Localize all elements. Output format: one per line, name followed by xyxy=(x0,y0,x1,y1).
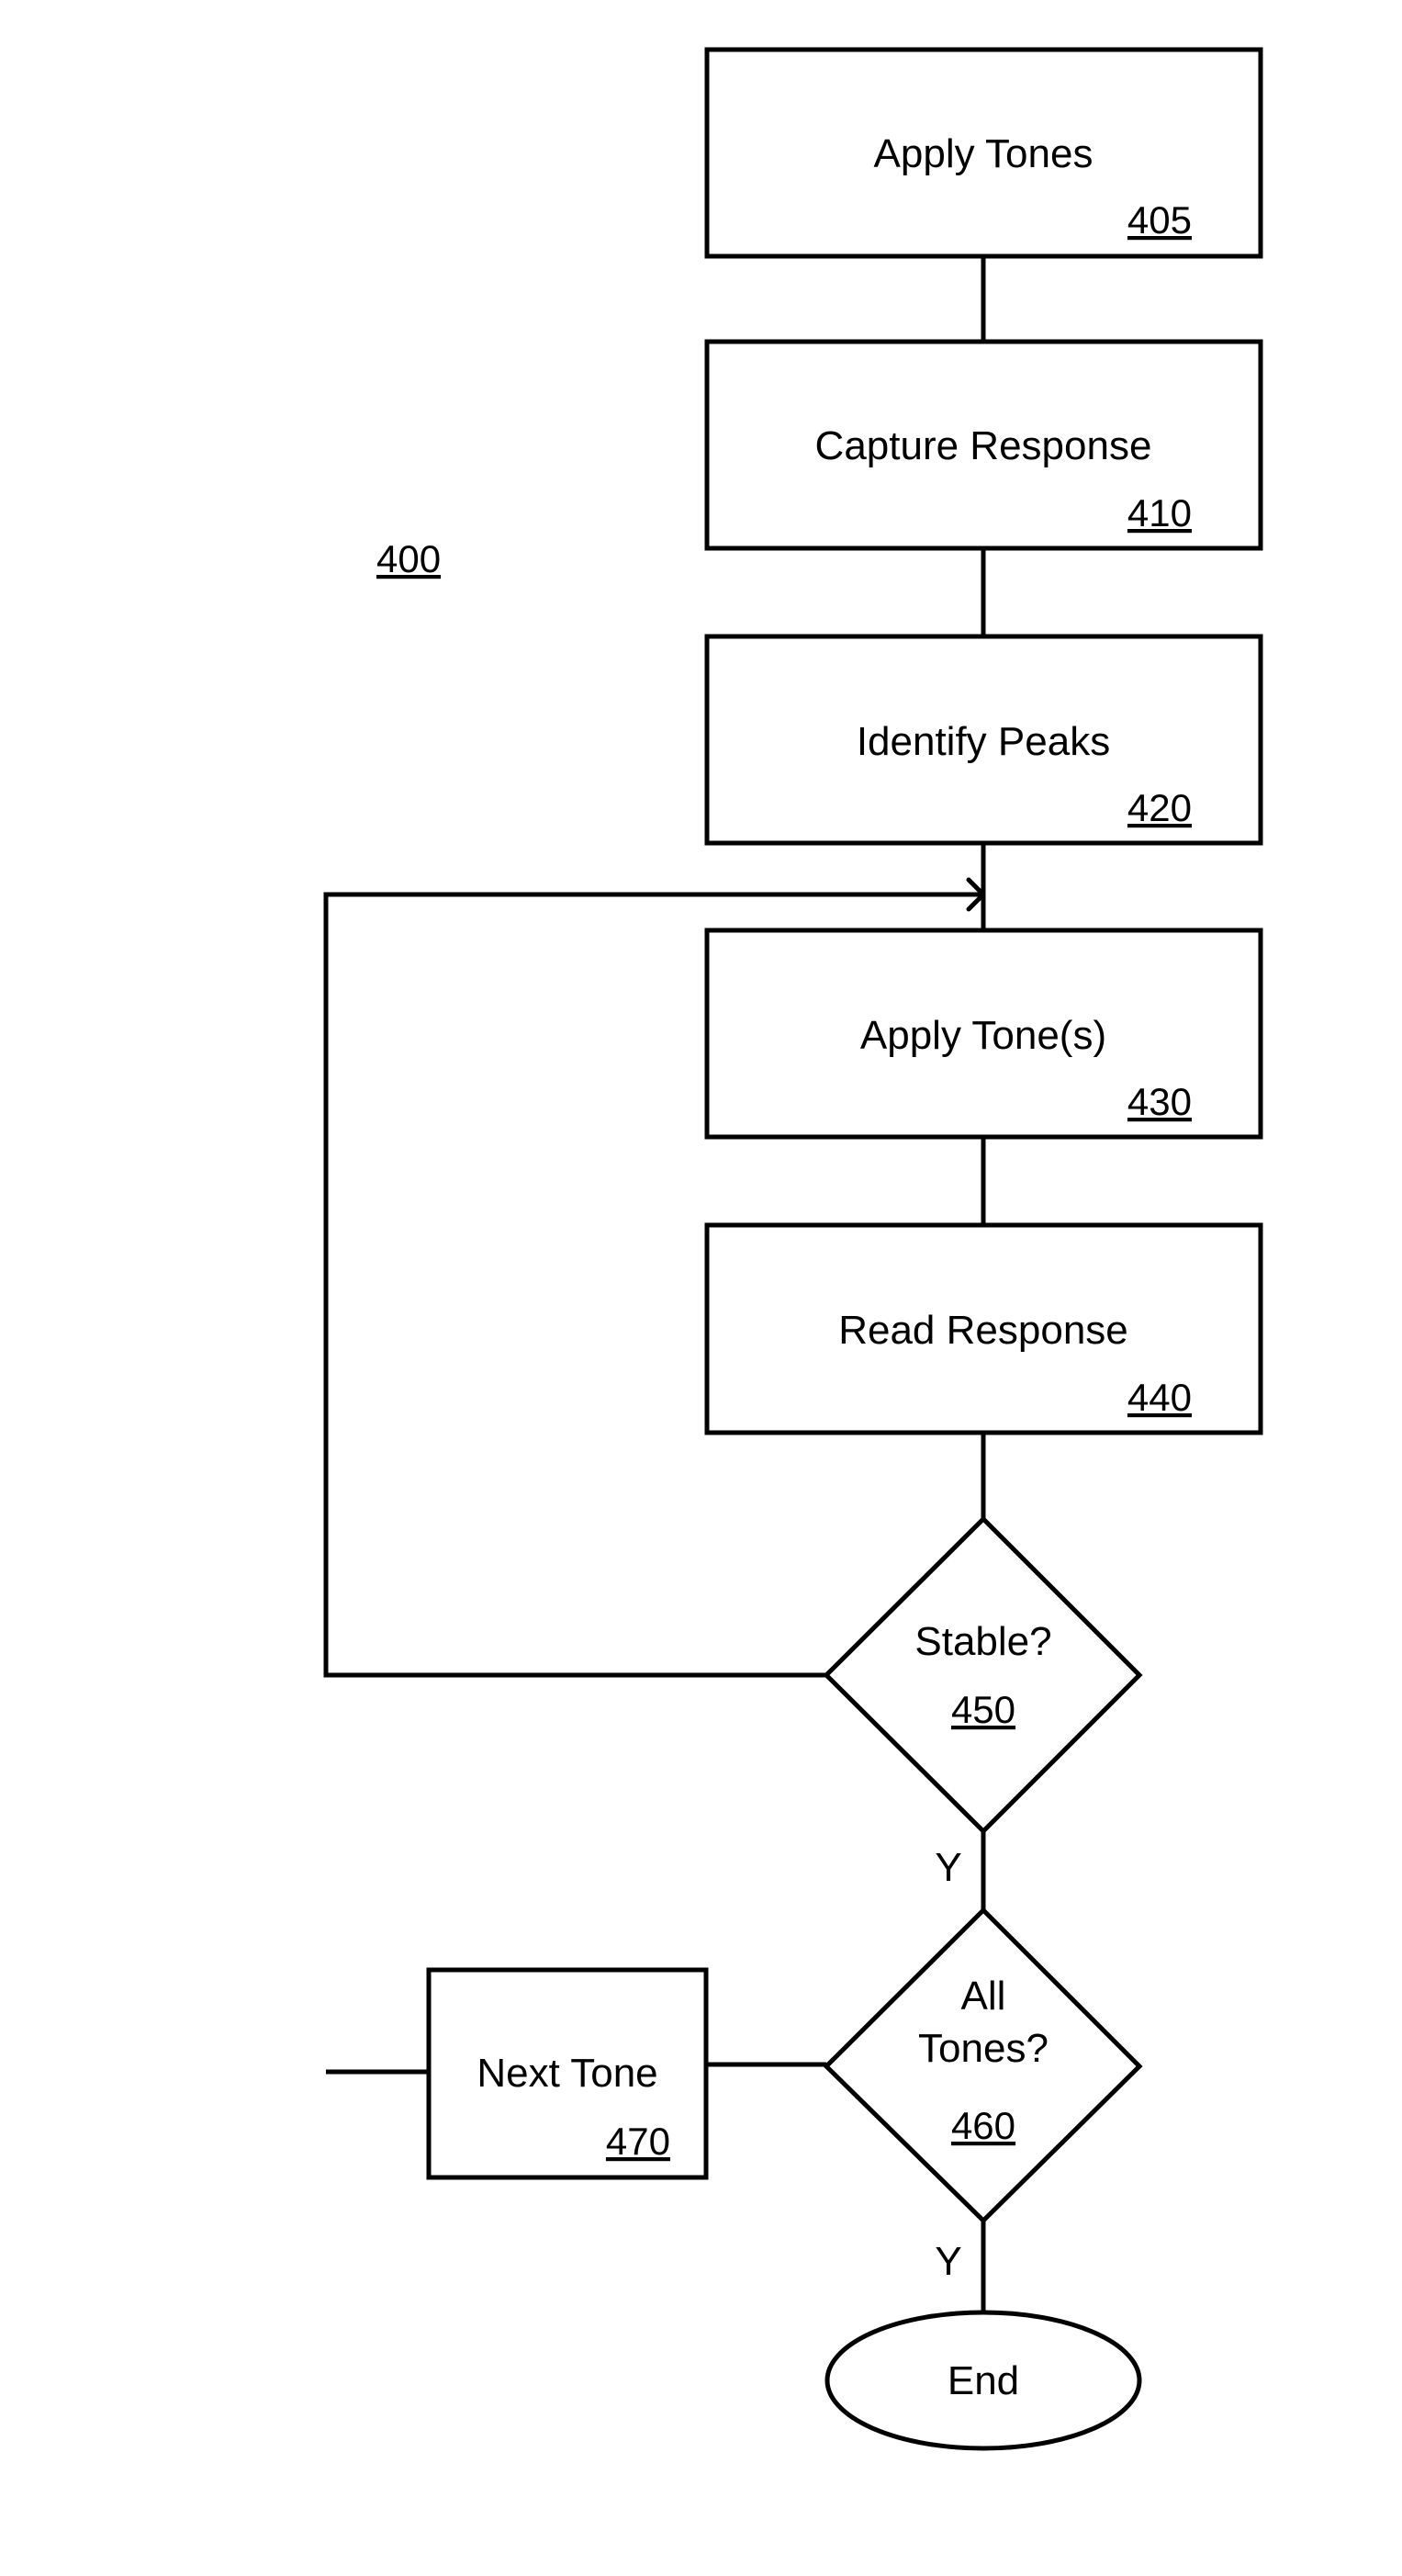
all-tones-yes-label: Y xyxy=(935,2239,961,2284)
step-label: Read Response xyxy=(838,1308,1128,1353)
decision-all-tones: All Tones? 460 xyxy=(826,1910,1139,2221)
decision-label-line1: All xyxy=(961,1974,1006,2019)
step-ref: 410 xyxy=(1127,491,1192,534)
decision-diamond xyxy=(826,1519,1139,1831)
step-label: Apply Tones xyxy=(874,131,1094,176)
decision-label: Stable? xyxy=(914,1619,1051,1664)
step-ref: 470 xyxy=(606,2120,670,2163)
step-label: Next Tone xyxy=(477,2051,657,2096)
step-label: Apply Tone(s) xyxy=(860,1013,1106,1058)
end-label: End xyxy=(948,2358,1019,2403)
step-ref: 430 xyxy=(1127,1080,1192,1123)
step-next-tone: Next Tone 470 xyxy=(429,1970,706,2177)
step-label: Capture Response xyxy=(815,423,1152,468)
step-ref: 440 xyxy=(1127,1376,1192,1419)
decision-ref: 460 xyxy=(951,2104,1015,2147)
step-read-response: Read Response 440 xyxy=(707,1225,1261,1433)
decision-ref: 450 xyxy=(951,1688,1015,1731)
step-apply-tone-s: Apply Tone(s) 430 xyxy=(707,930,1261,1137)
step-apply-tones: Apply Tones 405 xyxy=(707,50,1261,256)
step-label: Identify Peaks xyxy=(857,719,1110,764)
decision-stable: Stable? 450 xyxy=(826,1519,1139,1831)
step-identify-peaks: Identify Peaks 420 xyxy=(707,636,1261,843)
stable-yes-label: Y xyxy=(935,1845,961,1890)
step-ref: 405 xyxy=(1127,198,1192,242)
step-ref: 420 xyxy=(1127,786,1192,829)
figure-ref-400: 400 xyxy=(376,537,441,580)
terminal-end: End xyxy=(827,2312,1139,2448)
step-capture-response: Capture Response 410 xyxy=(707,342,1261,548)
decision-label-line2: Tones? xyxy=(918,2026,1049,2071)
